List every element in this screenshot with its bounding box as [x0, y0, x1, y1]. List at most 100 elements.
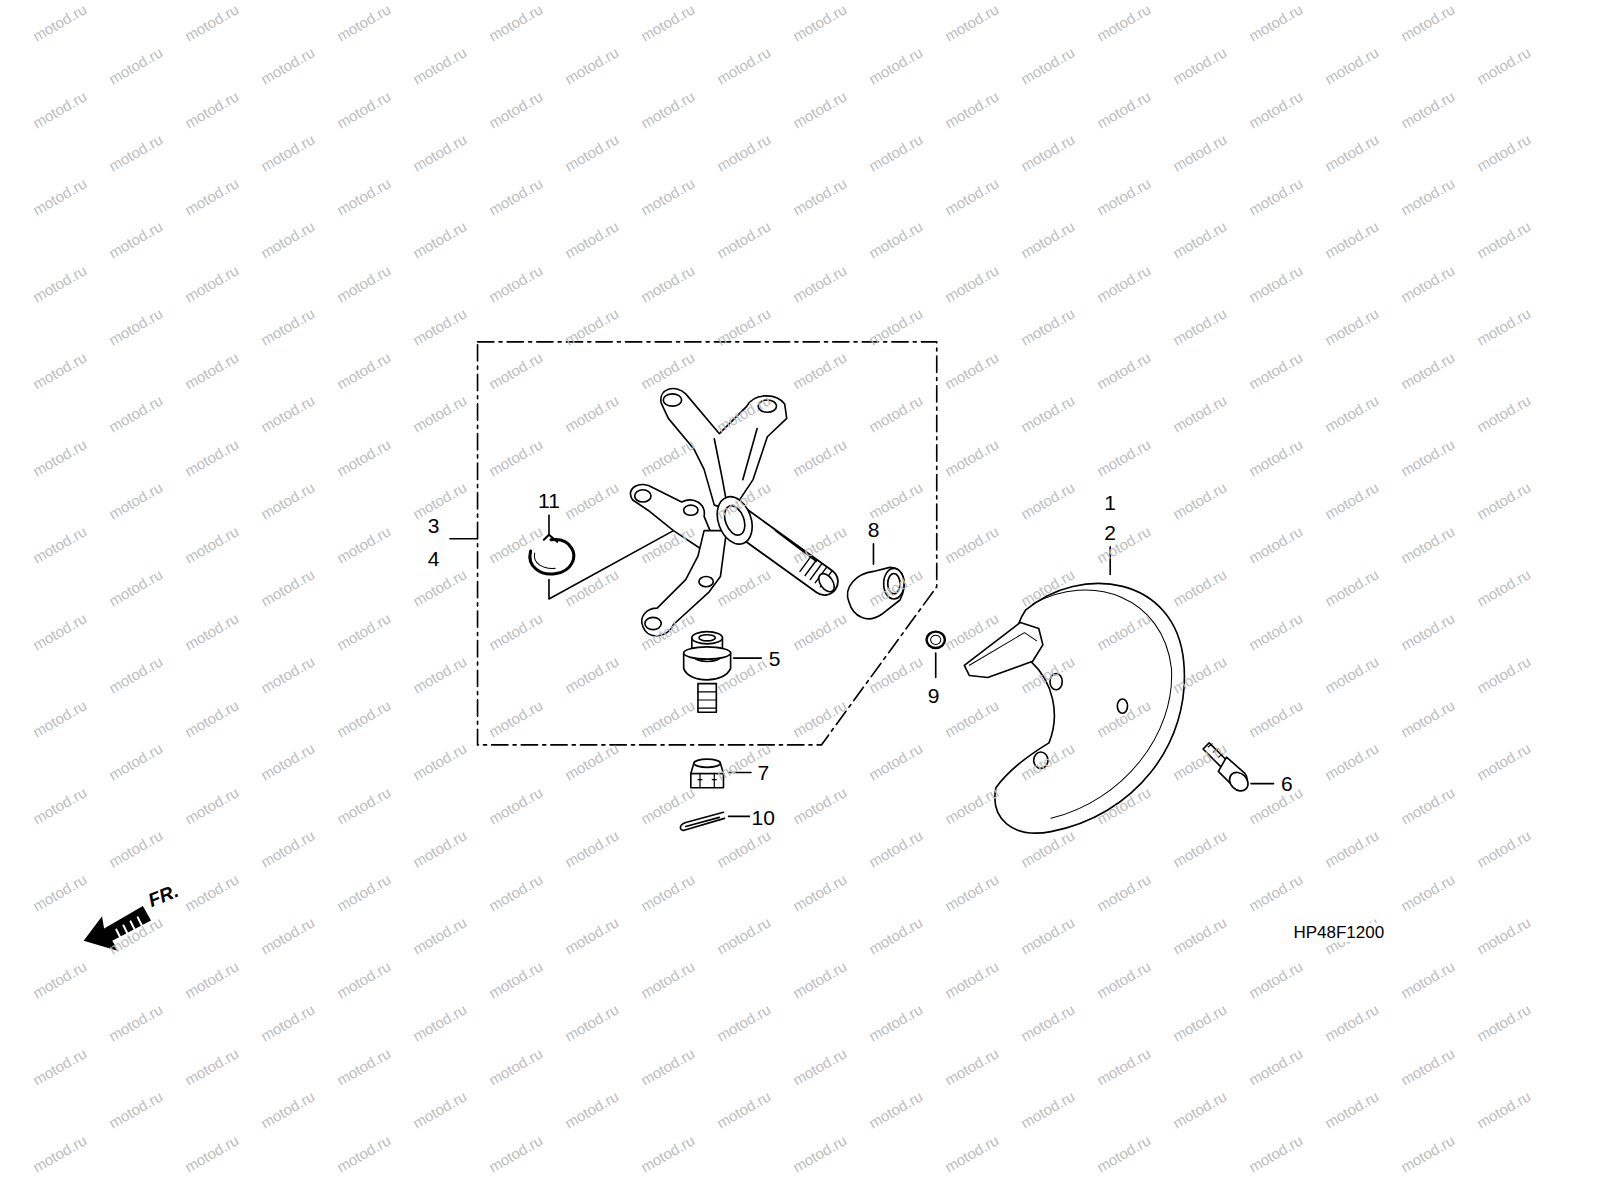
watermark: motod.ru	[259, 827, 318, 870]
watermark: motod.ru	[335, 262, 394, 305]
watermark: motod.ru	[183, 523, 242, 566]
watermark: motod.ru	[867, 479, 926, 522]
watermark: motod.ru	[1019, 827, 1078, 870]
watermark: motod.ru	[1247, 1, 1306, 44]
watermark: motod.ru	[411, 566, 470, 609]
watermark: motod.ru	[1399, 1045, 1458, 1088]
watermark: motod.ru	[1399, 262, 1458, 305]
watermark: motod.ru	[1095, 88, 1154, 131]
watermark: motod.ru	[259, 218, 318, 261]
watermark: motod.ru	[1171, 1088, 1230, 1131]
callout-number: 1	[1102, 491, 1118, 514]
watermark: motod.ru	[487, 697, 546, 740]
watermark: motod.ru	[1323, 218, 1382, 261]
watermark: motod.ru	[335, 1045, 394, 1088]
watermark: motod.ru	[943, 523, 1002, 566]
watermark: motod.ru	[791, 262, 850, 305]
watermark: motod.ru	[791, 523, 850, 566]
watermark: motod.ru	[639, 1132, 698, 1175]
watermark: motod.ru	[31, 88, 90, 131]
watermark: motod.ru	[335, 697, 394, 740]
watermark: motod.ru	[259, 479, 318, 522]
watermark: motod.ru	[1095, 349, 1154, 392]
watermark: motod.ru	[639, 262, 698, 305]
watermark: motod.ru	[335, 88, 394, 131]
watermark: motod.ru	[639, 349, 698, 392]
watermark: motod.ru	[563, 479, 622, 522]
watermark: motod.ru	[639, 958, 698, 1001]
watermark: motod.ru	[1247, 349, 1306, 392]
watermark: motod.ru	[1019, 1001, 1078, 1044]
watermark: motod.ru	[259, 914, 318, 957]
watermark: motod.ru	[943, 784, 1002, 827]
watermark: motod.ru	[487, 262, 546, 305]
watermark: motod.ru	[1475, 131, 1534, 174]
watermark: motod.ru	[487, 88, 546, 131]
watermark: motod.ru	[411, 740, 470, 783]
watermark: motod.ru	[1475, 479, 1534, 522]
watermark: motod.ru	[1171, 1001, 1230, 1044]
watermark: motod.ru	[1323, 305, 1382, 348]
watermark: motod.ru	[487, 175, 546, 218]
watermark: motod.ru	[867, 827, 926, 870]
watermark: motod.ru	[1323, 653, 1382, 696]
watermark: motod.ru	[715, 653, 774, 696]
watermark: motod.ru	[1323, 566, 1382, 609]
watermark: motod.ru	[31, 1045, 90, 1088]
watermark: motod.ru	[1475, 305, 1534, 348]
watermark: motod.ru	[1095, 784, 1154, 827]
watermark: motod.ru	[1475, 914, 1534, 957]
watermark: motod.ru	[715, 1001, 774, 1044]
watermark: motod.ru	[335, 1132, 394, 1175]
watermark: motod.ru	[1095, 871, 1154, 914]
watermark: motod.ru	[1399, 523, 1458, 566]
watermark: motod.ru	[1475, 653, 1534, 696]
watermark: motod.ru	[183, 1132, 242, 1175]
watermark: motod.ru	[1171, 479, 1230, 522]
leader-line	[548, 515, 550, 534]
watermark: motod.ru	[639, 88, 698, 131]
watermark: motod.ru	[791, 784, 850, 827]
watermark: motod.ru	[1323, 392, 1382, 435]
watermark: motod.ru	[411, 392, 470, 435]
watermark: motod.ru	[1247, 175, 1306, 218]
watermark: motod.ru	[867, 305, 926, 348]
watermark: motod.ru	[1247, 871, 1306, 914]
watermark: motod.ru	[791, 1045, 850, 1088]
watermark: motod.ru	[943, 1132, 1002, 1175]
watermark: motod.ru	[335, 784, 394, 827]
watermark: motod.ru	[563, 914, 622, 957]
watermark: motod.ru	[563, 131, 622, 174]
watermark: motod.ru	[943, 871, 1002, 914]
watermark: motod.ru	[563, 827, 622, 870]
watermark: motod.ru	[715, 131, 774, 174]
watermark: motod.ru	[31, 784, 90, 827]
steering-knuckle	[630, 389, 837, 636]
watermark: motod.ru	[715, 44, 774, 87]
watermark: motod.ru	[1171, 218, 1230, 261]
watermark: motod.ru	[107, 305, 166, 348]
watermark: motod.ru	[639, 1045, 698, 1088]
callout-number: 10	[750, 806, 777, 829]
watermark: motod.ru	[715, 566, 774, 609]
watermark: motod.ru	[791, 88, 850, 131]
watermark: motod.ru	[1247, 697, 1306, 740]
watermark: motod.ru	[487, 610, 546, 653]
watermark: motod.ru	[31, 697, 90, 740]
watermark: motod.ru	[259, 566, 318, 609]
watermark: motod.ru	[639, 1, 698, 44]
callout-number: 8	[866, 518, 882, 541]
watermark: motod.ru	[487, 349, 546, 392]
watermark: motod.ru	[107, 653, 166, 696]
watermark: motod.ru	[1247, 88, 1306, 131]
watermark: motod.ru	[715, 218, 774, 261]
watermark: motod.ru	[183, 262, 242, 305]
watermark: motod.ru	[183, 958, 242, 1001]
watermark: motod.ru	[259, 305, 318, 348]
watermark: motod.ru	[411, 44, 470, 87]
leader-line	[935, 653, 937, 677]
watermark: motod.ru	[1095, 697, 1154, 740]
watermark: motod.ru	[943, 175, 1002, 218]
direction-label: FR.	[146, 881, 181, 910]
watermark: motod.ru	[1399, 1132, 1458, 1175]
